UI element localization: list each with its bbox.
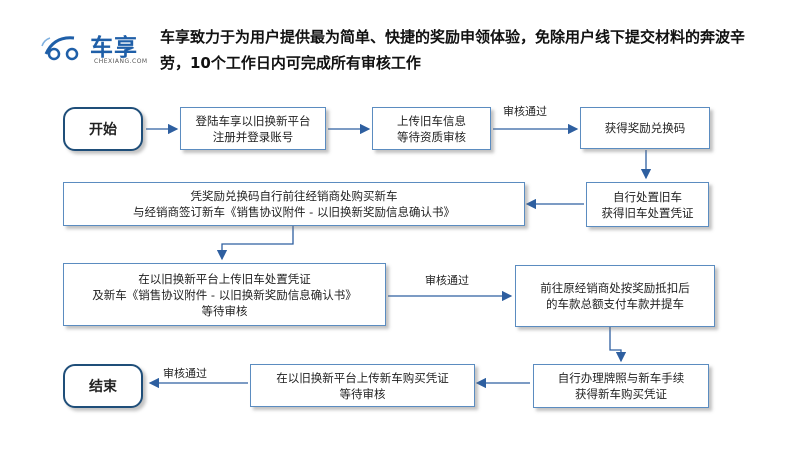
- step-get-reward-code: 获得奖励兑换码: [580, 107, 710, 149]
- car-swoosh-icon: [41, 36, 79, 61]
- start-node: 开始: [63, 107, 143, 151]
- step-buy-new-car: 凭奖励兑换码自行前往经销商处购买新车 与经销商签订新车《销售协议附件 - 以旧换…: [63, 182, 525, 226]
- logo-wordmark: 车享: [90, 35, 138, 61]
- label-review-passed-1: 审核通过: [503, 105, 547, 118]
- step-register-plates: 自行办理牌照与新车手续 获得新车购买凭证: [533, 364, 709, 408]
- headline: 车享致力于为用户提供最为简单、快捷的奖励申领体验，免除用户线下提交材料的奔波辛劳…: [160, 28, 746, 72]
- step-dispose-old-car: 自行处置旧车 获得旧车处置凭证: [586, 182, 709, 227]
- step-register-account: 登陆车享以旧换新平台 注册并登录账号: [180, 107, 326, 150]
- arrow-step5-step6: [216, 226, 294, 261]
- logo-subtext: CHEXIANG.COM: [94, 58, 148, 65]
- label-review-passed-3: 审核通过: [163, 367, 207, 380]
- arrow-step7-step8: [609, 327, 627, 363]
- step-upload-purchase-proof: 在以旧换新平台上传新车购买凭证 等待审核: [250, 364, 475, 407]
- label-review-passed-2: 审核通过: [425, 274, 469, 287]
- step-upload-old-car: 上传旧车信息 等待资质审核: [372, 107, 491, 150]
- step-upload-disposal-proof: 在以旧换新平台上传旧车处置凭证 及新车《销售协议附件 - 以旧换新奖励信息确认书…: [63, 263, 386, 326]
- chexiang-logo: 车享 CHEXIANG.COM: [40, 28, 155, 72]
- end-node: 结束: [63, 364, 143, 408]
- step-pay-and-pickup: 前往原经销商处按奖励抵扣后 的车款总额支付车款并提车: [515, 265, 715, 327]
